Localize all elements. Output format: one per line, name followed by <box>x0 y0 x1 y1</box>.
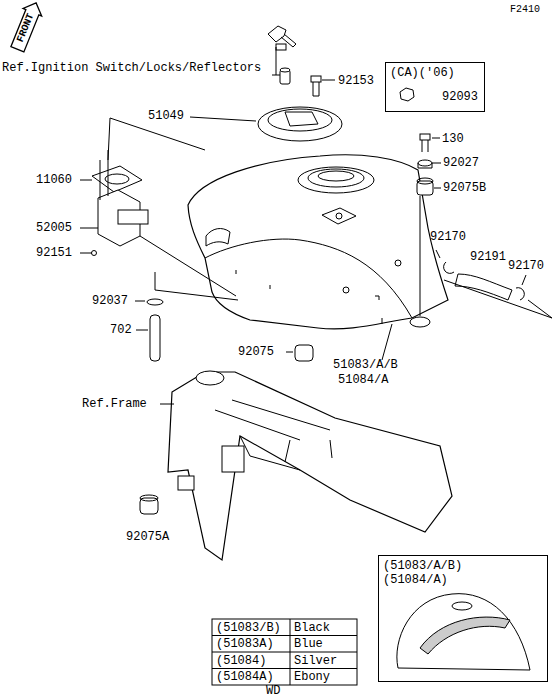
node-text: (CA)('06) <box>390 66 480 80</box>
table-cell: Silver <box>294 654 337 668</box>
callout-number: 92037 <box>92 294 128 308</box>
variant-box: (CA)('06) 92093 <box>385 62 485 112</box>
callout-number: 92170 <box>430 230 466 244</box>
callout-number: 92170 <box>508 259 544 273</box>
front-arrow <box>8 0 45 53</box>
grommet <box>295 345 313 361</box>
table-cell: (51083A) <box>216 637 274 651</box>
callout-number: 92075 <box>238 345 274 359</box>
fuel-pump <box>80 118 236 296</box>
tank-top-view <box>397 594 530 670</box>
table-cell: Blue <box>294 637 323 651</box>
reference-note: Ref.Ignition Switch/Locks/Reflectors <box>2 61 261 75</box>
ignition-key <box>268 26 296 84</box>
model-code: WD <box>266 684 280 698</box>
callout-number: 92191 <box>470 250 506 264</box>
filler-cap <box>190 107 342 141</box>
callout-number: 51084/A <box>338 373 388 387</box>
bushing <box>140 495 158 501</box>
mount-hardware <box>417 134 441 316</box>
callout-number: 130 <box>442 132 464 146</box>
leader-line <box>382 324 392 360</box>
callout-number: 92075B <box>443 181 486 195</box>
color-table <box>212 619 357 685</box>
nut <box>400 88 414 101</box>
table-cell: (51083/B) <box>216 621 281 635</box>
reference-note: Ref.Frame <box>82 397 147 411</box>
callout-number: 92027 <box>443 156 479 170</box>
callout-number: 92093 <box>442 90 480 104</box>
callout-number: 92153 <box>338 74 374 88</box>
callout-number: 52005 <box>36 221 72 235</box>
fuel-pipe <box>135 272 238 361</box>
callout-number: 92151 <box>36 246 72 260</box>
callout-number: 51083/A/B <box>333 358 398 372</box>
fuel-tank <box>188 155 448 329</box>
inset-box: (51083/A/B)(51084/A) <box>378 555 548 682</box>
table-cell: Ebony <box>294 670 330 684</box>
callout-number: 11060 <box>36 173 72 187</box>
callout-number: 51049 <box>148 109 184 123</box>
figure-id: F2410 <box>510 3 540 17</box>
table-cell: Black <box>294 621 330 635</box>
front-indicator: FRONT <box>14 11 38 44</box>
callout-number: 702 <box>110 323 132 337</box>
node-text: (51083/A/B) <box>383 559 543 573</box>
table-cell: (51084) <box>216 654 266 668</box>
frame <box>160 371 452 560</box>
callout-number: 92075A <box>126 530 169 544</box>
node-text: (51084/A) <box>383 573 543 587</box>
leader-line <box>286 352 293 353</box>
table-cell: (51084A) <box>216 670 274 684</box>
bolt <box>311 76 335 96</box>
hose <box>436 250 552 318</box>
